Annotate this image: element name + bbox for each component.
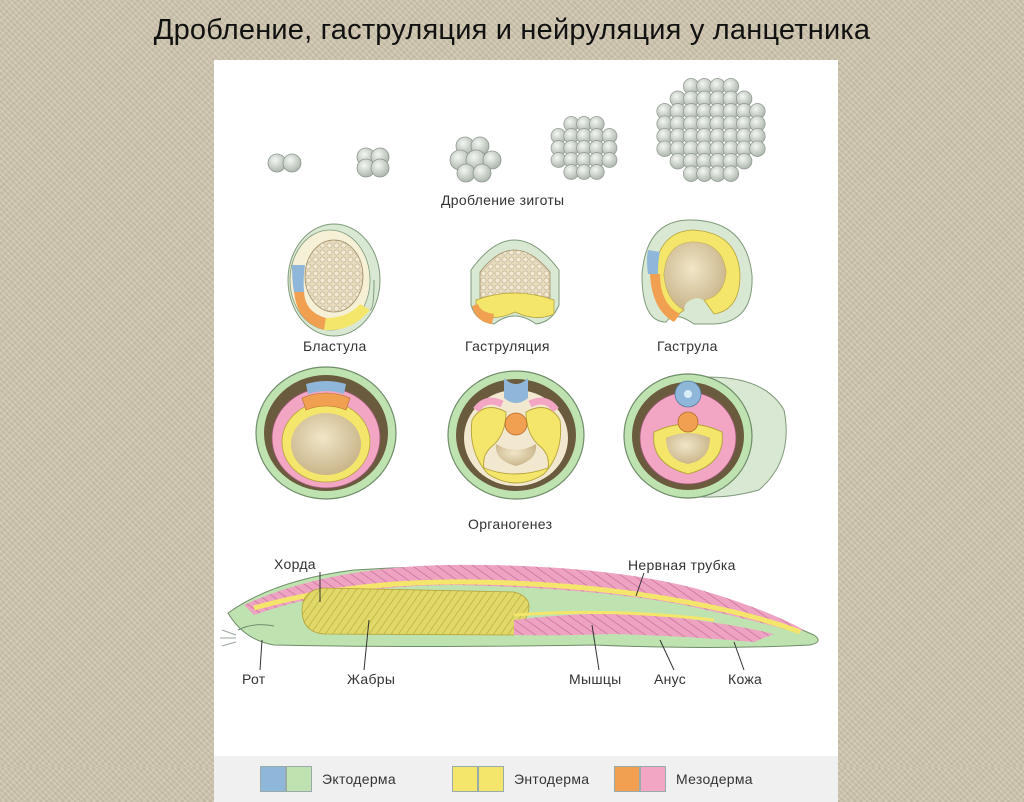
cleavage-stage-8-cells	[450, 137, 501, 182]
legend-label-endoderm: Энтодерма	[514, 771, 589, 787]
legend-swatch	[286, 766, 312, 792]
legend-label-ectoderm: Эктодерма	[322, 771, 396, 787]
lancelet-development-diagram	[214, 60, 838, 767]
label-blastula: Бластула	[303, 338, 367, 354]
label-gastrula: Гаструла	[657, 338, 718, 354]
label-skin: Кожа	[728, 671, 762, 687]
legend-swatch	[614, 766, 640, 792]
label-cleavage: Дробление зиготы	[441, 192, 564, 208]
label-anus: Анус	[654, 671, 686, 687]
lancelet-body-drawing	[220, 565, 818, 648]
diagram-panel: Дробление зиготы Бластула Гаструляция Га…	[214, 60, 838, 767]
organogenesis-stage-1-drawing	[256, 367, 396, 499]
label-organogenesis: Органогенез	[468, 516, 552, 532]
legend-swatch	[452, 766, 478, 792]
legend-item-endoderm: Энтодерма	[452, 766, 589, 792]
legend-label-mesoderm: Мезодерма	[676, 771, 753, 787]
legend-item-mesoderm: Мезодерма	[614, 766, 753, 792]
label-mouth: Рот	[242, 671, 266, 687]
organogenesis-stage-3-drawing	[624, 374, 786, 498]
legend-swatch	[640, 766, 666, 792]
label-muscles: Мышцы	[569, 671, 622, 687]
cleavage-stage-4-cells	[357, 148, 389, 177]
legend-swatch	[260, 766, 286, 792]
label-chord: Хорда	[274, 556, 316, 572]
label-gills: Жабры	[347, 671, 395, 687]
label-neural-tube: Нервная трубка	[628, 557, 736, 573]
cleavage-stage-morula	[551, 117, 617, 180]
label-gastrulation: Гаструляция	[465, 338, 550, 354]
organogenesis-stage-2-drawing	[448, 371, 584, 499]
gastrula-drawing	[642, 220, 752, 324]
blastula-drawing	[288, 224, 380, 336]
page-title: Дробление, гаструляция и нейруляция у ла…	[0, 14, 1024, 47]
legend-item-ectoderm: Эктодерма	[260, 766, 396, 792]
cleavage-stage-2-cells	[268, 154, 301, 172]
legend: Эктодерма Энтодерма Мезодерма	[214, 756, 838, 802]
gastrulation-drawing	[471, 240, 559, 324]
legend-swatch	[478, 766, 504, 792]
cleavage-stage-late-morula	[657, 79, 765, 182]
